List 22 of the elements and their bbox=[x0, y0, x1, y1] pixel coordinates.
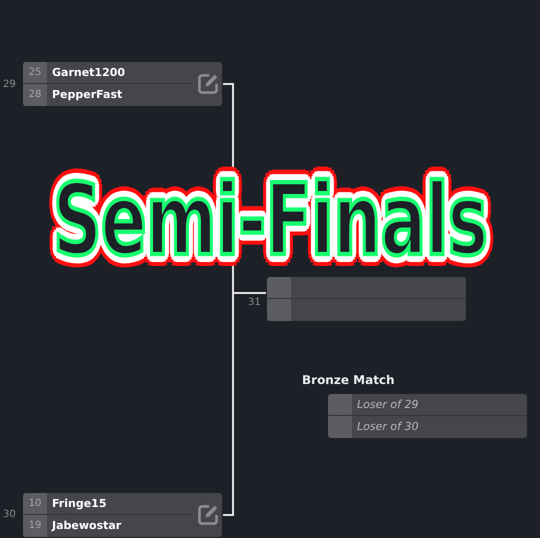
match-box bbox=[267, 277, 466, 321]
match-number: 31 bbox=[248, 297, 261, 309]
player-name: PepperFast bbox=[52, 88, 122, 102]
player-row bbox=[328, 394, 527, 416]
match-number: 29 bbox=[3, 79, 16, 91]
match-box bbox=[23, 493, 222, 537]
player-row bbox=[328, 416, 527, 438]
player-row bbox=[267, 277, 466, 299]
player-name: Loser of 30 bbox=[357, 420, 418, 434]
player-name: Fringe15 bbox=[52, 497, 106, 511]
seed-number: 19 bbox=[23, 515, 47, 537]
match-number: 30 bbox=[3, 509, 16, 521]
match-box bbox=[23, 62, 222, 106]
player-name: Loser of 29 bbox=[357, 398, 418, 412]
seed-number: 28 bbox=[23, 84, 47, 106]
player-name: Garnet1200 bbox=[52, 66, 126, 80]
player-name: Jabewostar bbox=[52, 519, 122, 533]
seed-number: 25 bbox=[23, 62, 47, 84]
seed-number: 10 bbox=[23, 493, 47, 515]
player-row bbox=[267, 299, 466, 321]
section-heading: Bronze Match bbox=[302, 373, 395, 388]
bracket-line bbox=[223, 292, 266, 516]
